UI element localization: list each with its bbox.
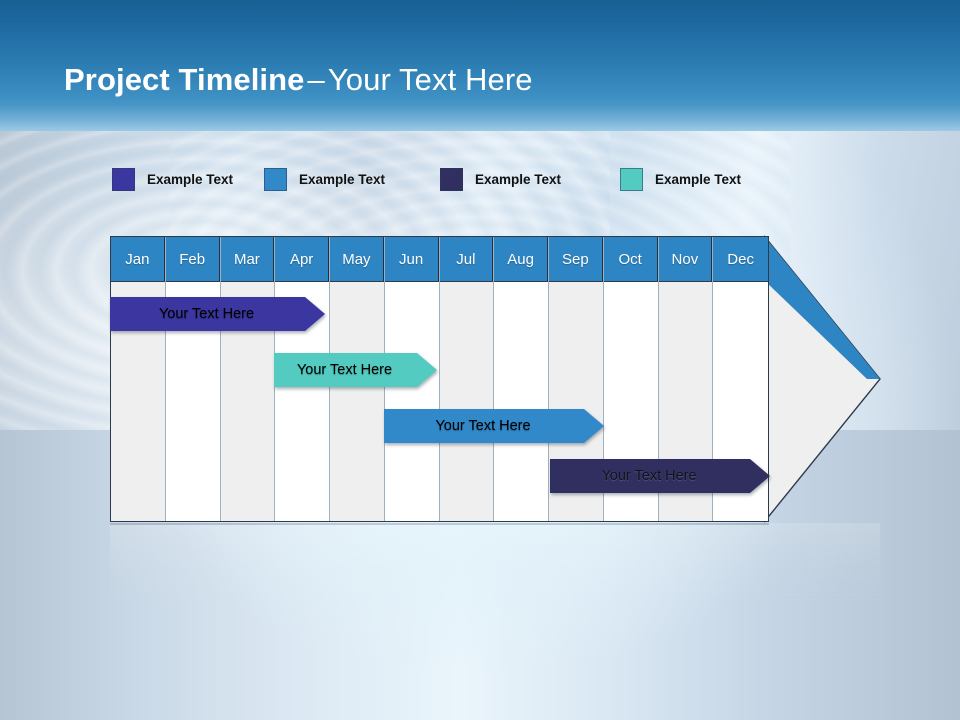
month-column-feb[interactable]: Feb xyxy=(165,237,221,521)
legend-item-2[interactable]: Example Text xyxy=(264,168,440,191)
page-title: Project Timeline–Your Text Here xyxy=(64,58,533,102)
month-header-dec[interactable]: Dec xyxy=(713,237,768,282)
legend-item-3[interactable]: Example Text xyxy=(440,168,620,191)
month-header-oct[interactable]: Oct xyxy=(603,237,658,282)
month-column-mar[interactable]: Mar xyxy=(220,237,276,521)
legend-item-4[interactable]: Example Text xyxy=(620,168,741,191)
month-column-jan[interactable]: Jan xyxy=(111,237,166,521)
month-column-may[interactable]: May xyxy=(330,237,385,521)
month-header-feb[interactable]: Feb xyxy=(165,237,220,282)
square-swatch-icon xyxy=(264,168,287,191)
page-title-dash: – xyxy=(307,62,325,97)
month-column-jun[interactable]: Jun xyxy=(384,237,440,521)
task-bar-1[interactable]: Your Text Here xyxy=(110,297,325,331)
task-bar-1-shape xyxy=(110,297,325,331)
task-bar-3-label: Your Text Here xyxy=(435,418,531,434)
legend-item-label: Example Text xyxy=(147,172,234,187)
task-bar-2[interactable]: Your Text Here xyxy=(274,353,437,387)
task-bars-layer: Your Text Here Your Text Here Your Text … xyxy=(110,236,880,522)
task-bar-3-shape xyxy=(384,409,604,443)
month-header-jul[interactable]: Jul xyxy=(439,237,494,282)
task-bar-2-shape xyxy=(274,353,437,387)
square-swatch-icon xyxy=(440,168,463,191)
task-bar-1-label: Your Text Here xyxy=(158,306,255,322)
month-cell-may xyxy=(330,282,384,521)
task-bar-4-shape xyxy=(550,459,770,493)
month-column-jul[interactable]: Jul xyxy=(439,237,495,521)
task-bar-4[interactable]: Your Text Here xyxy=(550,459,770,493)
month-header-nov[interactable]: Nov xyxy=(658,237,713,282)
task-bar-2-label: Your Text Here xyxy=(296,362,393,378)
month-header-may[interactable]: May xyxy=(330,237,384,282)
timeline-chart: Jan Feb Mar Apr May Jun xyxy=(110,235,881,523)
month-header-sep[interactable]: Sep xyxy=(549,237,603,282)
legend-item-label: Example Text xyxy=(655,172,742,187)
legend-item-label: Example Text xyxy=(299,172,386,187)
month-header-jun[interactable]: Jun xyxy=(384,237,439,282)
legend: Example Text Example Text Example Text E… xyxy=(112,168,741,191)
page-title-strong: Project Timeline xyxy=(64,62,305,97)
month-column-aug[interactable]: Aug xyxy=(494,237,549,521)
square-swatch-icon xyxy=(112,168,135,191)
month-header-apr[interactable]: Apr xyxy=(275,237,329,282)
title-band: Project Timeline–Your Text Here xyxy=(0,0,960,131)
month-header-jan[interactable]: Jan xyxy=(111,237,165,282)
month-header-mar[interactable]: Mar xyxy=(220,237,275,282)
timeline-grid: Jan Feb Mar Apr May Jun xyxy=(110,236,769,522)
month-header-aug[interactable]: Aug xyxy=(494,237,548,282)
month-cell-jun xyxy=(384,282,439,521)
task-bar-4-label: Your Text Here xyxy=(601,468,697,484)
month-cell-jul xyxy=(439,282,494,521)
task-bar-3[interactable]: Your Text Here xyxy=(384,409,604,443)
month-cell-aug xyxy=(494,282,548,521)
legend-item-1[interactable]: Example Text xyxy=(112,168,264,191)
legend-item-label: Example Text xyxy=(475,172,562,187)
square-swatch-icon xyxy=(620,168,643,191)
page-title-light: Your Text Here xyxy=(327,62,533,97)
